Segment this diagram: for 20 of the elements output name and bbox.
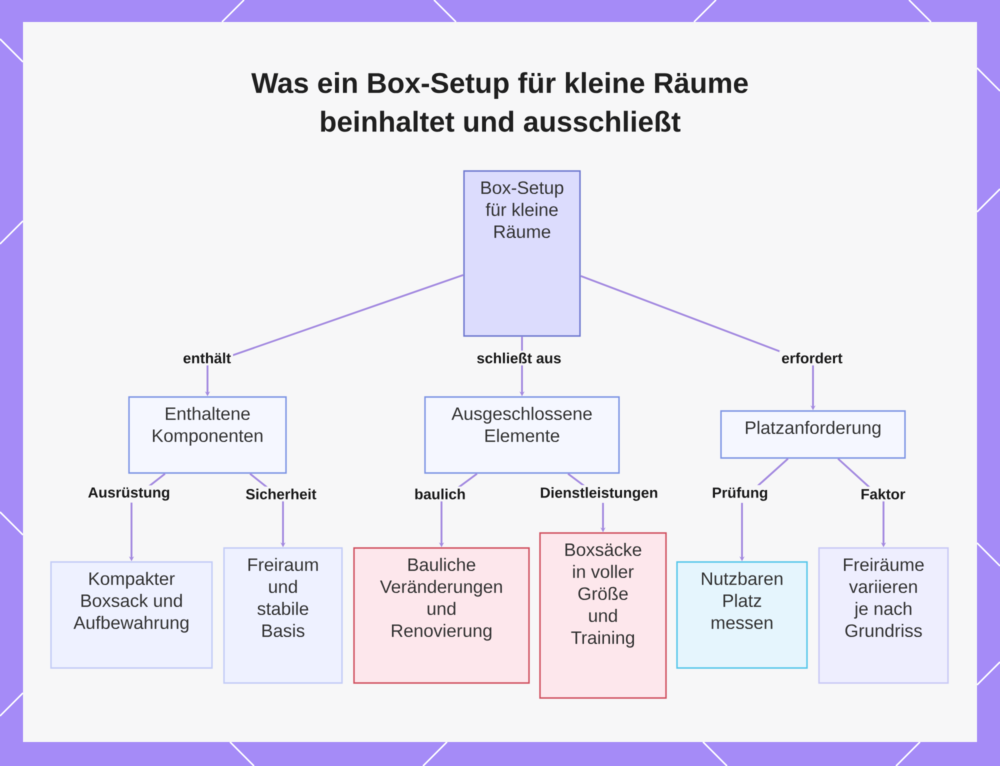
edge-label: enthält <box>180 350 234 366</box>
edge-label: Prüfung <box>710 485 770 503</box>
title: Was ein Box-Setup für kleine Räume beinhaltet und ausschließt <box>251 72 748 132</box>
edge-label: Dienstleistungen <box>538 485 660 503</box>
category-box: Ausgeschlossene Elemente <box>424 396 620 474</box>
item-box: Freiraum und stabile Basis <box>223 547 343 684</box>
edge-label: baulich <box>412 486 468 502</box>
item-box: Kompakter Boxsack und Aufbewahrung <box>50 561 213 669</box>
topic-box: Box-Setup für kleine Räume <box>463 170 581 337</box>
edge-label: Faktor <box>858 486 908 502</box>
item-box: Bauliche Veränderungen und Renovierung <box>353 547 530 684</box>
edge-label: Ausrüstung <box>86 485 172 503</box>
item-box: Nutzbaren Platz messen <box>676 561 808 669</box>
item-box: Freiräume variieren je nach Grundriss <box>818 547 949 684</box>
edge-label: Sicherheit <box>244 486 318 502</box>
edge-label: erfordert <box>779 350 845 366</box>
edge-label: schließt aus <box>474 350 564 366</box>
item-box: Boxsäcke in voller Größe und Training <box>539 532 667 699</box>
category-box: Platzanforderung <box>720 410 906 459</box>
category-box: Enthaltene Komponenten <box>128 396 287 474</box>
